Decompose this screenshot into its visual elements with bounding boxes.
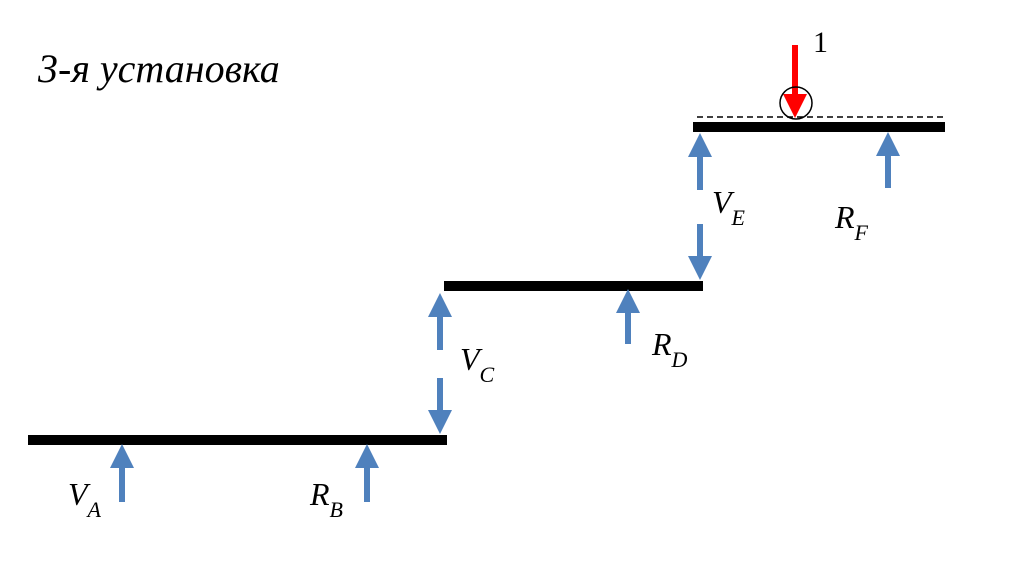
label-rb: RB bbox=[309, 476, 343, 522]
diagram-title: 3-я установка bbox=[37, 46, 280, 91]
label-ve: VE bbox=[712, 184, 746, 230]
label-rf: RF bbox=[834, 199, 869, 245]
label-va: VA bbox=[68, 476, 102, 522]
label-rd: RD bbox=[651, 326, 688, 372]
load-point-circle bbox=[779, 86, 813, 120]
label-vc: VC bbox=[460, 341, 495, 387]
load-label: 1 bbox=[813, 26, 828, 59]
